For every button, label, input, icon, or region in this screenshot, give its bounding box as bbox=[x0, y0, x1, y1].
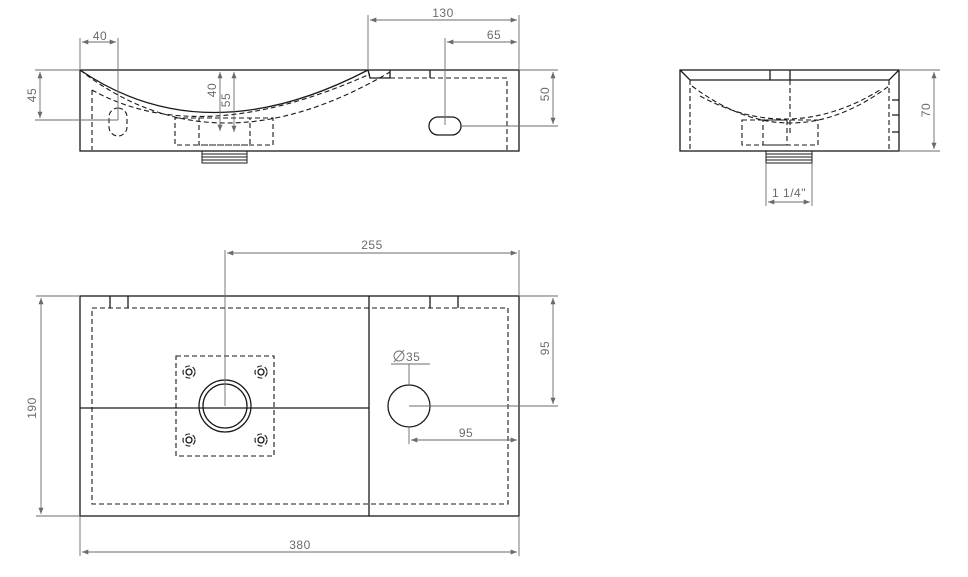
dim-130-label: 130 bbox=[432, 6, 454, 20]
side-drain-box bbox=[741, 119, 819, 146]
side-walls-hidden bbox=[689, 80, 890, 150]
dim-40v-label: 40 bbox=[205, 83, 219, 97]
front-drain-box bbox=[174, 117, 274, 146]
front-view: 130 65 40 45 40 55 50 bbox=[25, 6, 558, 164]
side-tabs bbox=[769, 70, 791, 80]
side-drain-thread bbox=[765, 150, 813, 164]
side-bracket-marks bbox=[892, 99, 899, 133]
front-bowl-curve bbox=[79, 69, 369, 114]
front-drain-inner bbox=[198, 117, 251, 146]
top-tabs bbox=[109, 296, 459, 308]
dim-55-label: 55 bbox=[219, 93, 233, 107]
side-drain-inner bbox=[762, 119, 788, 146]
dim-380-label: 380 bbox=[289, 538, 311, 552]
dim-255-label: 255 bbox=[361, 238, 383, 252]
top-drain-bolts bbox=[182, 365, 268, 447]
front-body-outline bbox=[79, 69, 520, 152]
dim-65-label: 65 bbox=[487, 28, 501, 42]
top-view: 255 190 95 35 95 380 bbox=[25, 238, 558, 556]
dim-95h-label: 95 bbox=[459, 426, 473, 440]
dim-95v-label: 95 bbox=[538, 341, 552, 355]
diameter-icon bbox=[393, 349, 405, 363]
dim-dia35-label: 35 bbox=[406, 350, 420, 364]
dim-40-top-label: 40 bbox=[93, 29, 107, 43]
side-bowl-hidden-2 bbox=[699, 89, 881, 120]
dim-190-label: 190 bbox=[25, 397, 39, 419]
side-view: 70 1 1/4" bbox=[679, 69, 940, 206]
dim-thread-label: 1 1/4" bbox=[772, 186, 806, 200]
dim-45-label: 45 bbox=[25, 88, 39, 102]
front-bowl-hidden-2 bbox=[91, 73, 371, 118]
front-step bbox=[367, 69, 391, 79]
front-drain-thread bbox=[201, 150, 248, 164]
front-right-hidden-box bbox=[390, 77, 508, 150]
dim-50-label: 50 bbox=[538, 87, 552, 101]
front-bowl-inner-hidden bbox=[79, 69, 391, 124]
dim-70-label: 70 bbox=[919, 103, 933, 117]
